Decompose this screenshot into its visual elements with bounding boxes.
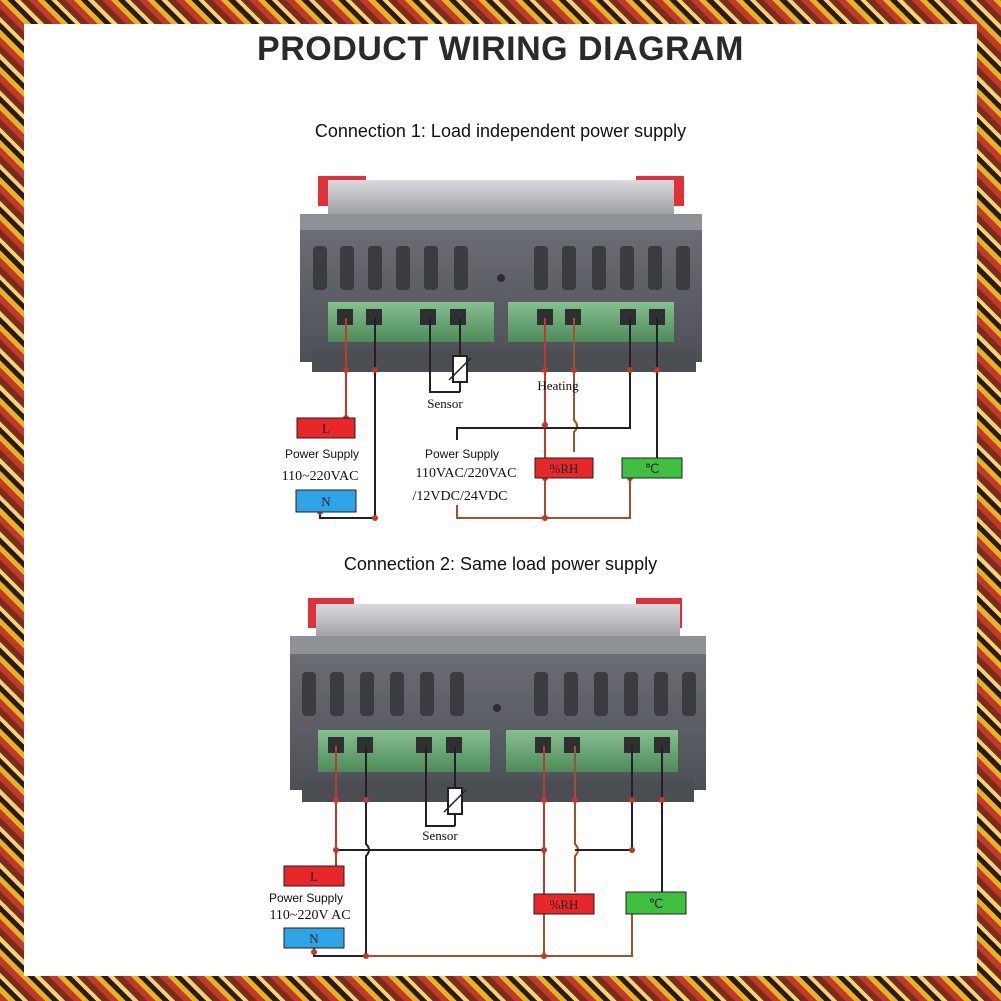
connection2-heading: Connection 2: Same load power supply <box>343 554 658 574</box>
connection2-junctions <box>311 797 665 959</box>
sensor-symbol-2 <box>443 787 467 815</box>
device2-terminal-block-right <box>506 730 678 772</box>
sensor-symbol-1 <box>448 355 472 383</box>
device1-terminal-block-right <box>508 302 674 342</box>
connection1-sensor-label: Sensor <box>427 396 463 411</box>
connection1-load-voltage1: 110VAC/220VAC <box>416 466 517 481</box>
connection1-rh-box <box>534 457 594 479</box>
connection1-load-voltage2: /12VDC/24VDC <box>413 489 508 504</box>
device1-body <box>300 230 702 362</box>
connection2-rh-box <box>533 893 595 915</box>
connection1-celsius-box <box>621 457 683 479</box>
connection2-rh-label: %RH <box>550 897 579 912</box>
connection1-power-supply-label: Power Supply <box>285 447 359 461</box>
device1-top-rim <box>300 214 702 232</box>
controller-device-1 <box>300 176 702 372</box>
connection2-N-label: N <box>309 931 319 946</box>
page-title: PRODUCT WIRING DIAGRAM <box>257 30 744 68</box>
connection1-voltage-label: 110~220VAC <box>282 469 359 484</box>
connection2-L-box <box>283 865 345 887</box>
connection1-heading: Connection 1: Load independent power sup… <box>314 121 687 141</box>
connection2-sensor-label: Sensor <box>422 828 458 843</box>
device2-top-panel <box>316 604 680 640</box>
connection1-L-box <box>296 417 356 439</box>
device2-top-rim <box>290 636 706 656</box>
connection1-N-label: N <box>321 494 331 509</box>
device1-terminal-block-left <box>328 302 494 342</box>
connection1-N-box <box>295 489 357 513</box>
connection2-celsius-box <box>625 891 687 915</box>
controller-device-2 <box>290 598 706 802</box>
connection1-heating-label: Heating <box>537 378 579 393</box>
connection1-load-power-label: Power Supply <box>425 447 499 461</box>
connection2-N-box <box>283 927 345 949</box>
connection2-voltage-label: 110~220V AC <box>269 908 350 923</box>
connection1-L-label: L <box>322 421 330 436</box>
connection1-celsius-label: ℃ <box>645 461 660 476</box>
connection2-power-supply-label: Power Supply <box>269 891 343 905</box>
device1-top-panel <box>328 180 674 216</box>
connection2-L-label: L <box>310 869 318 884</box>
connection2-celsius-label: ℃ <box>649 896 664 911</box>
connection1-rh-label: %RH <box>550 461 579 476</box>
